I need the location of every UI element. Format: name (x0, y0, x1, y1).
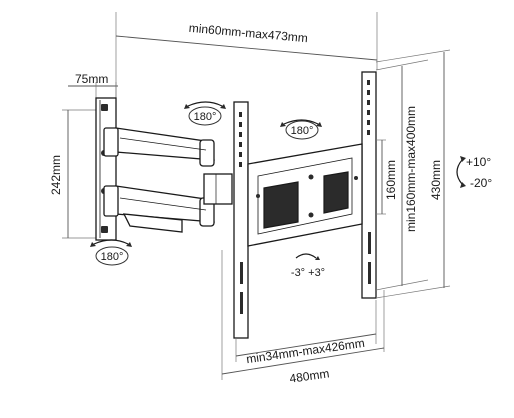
center-spacing-label: 160mm (384, 160, 398, 200)
arm-extension-dimension: min60mm-max473mm (115, 12, 378, 100)
mid-swivel-label: 180° (291, 125, 314, 137)
overall-width-label: 480mm (289, 366, 331, 385)
tilt-arrow-icon (456, 159, 463, 185)
top-swivel-label: 180° (194, 111, 217, 123)
tilt-down-label: -20° (470, 176, 492, 190)
center-spacing-dimension: 160mm (376, 139, 398, 215)
wall-plate-depth-label: 75mm (75, 72, 108, 86)
wall-plate-height-label: 242mm (49, 155, 63, 195)
tv-rail-right (361, 71, 377, 299)
wall-plate-height-dimension: 242mm (49, 109, 100, 239)
tilt-indicator: +10° -20° (456, 155, 492, 190)
vesa-vertical-label: min160mm-max400mm (404, 106, 418, 232)
vesa-vertical-dimension: min160mm-max400mm (375, 59, 429, 291)
vesa-horizontal-label: min34mm-max426mm (245, 336, 365, 366)
level-arrow-icon (295, 253, 317, 259)
mid-swivel-indicator: 180° (280, 119, 322, 140)
tilt-up-label: +10° (466, 155, 491, 169)
cross-plate (247, 143, 363, 247)
wall-plate-depth-dimension: 75mm (68, 72, 118, 98)
swivel-arrow-icon (187, 101, 223, 107)
overall-height-dimension: 430mm (375, 49, 451, 299)
swing-arm-upper (103, 127, 215, 167)
overall-width-dimension: 480mm (221, 250, 385, 386)
vesa-horizontal-dimension: min34mm-max426mm (235, 300, 377, 366)
overall-height-label: 430mm (429, 160, 443, 200)
swivel-arrow-icon (283, 119, 319, 125)
swivel-arrow-icon (93, 239, 129, 245)
level-adjust-label: -3° +3° (291, 267, 325, 279)
bottom-swivel-indicator: 180° (90, 239, 132, 266)
level-adjust-indicator: -3° +3° (291, 253, 325, 279)
top-swivel-indicator: 180° (184, 101, 226, 126)
arm-extension-label: min60mm-max473mm (188, 21, 308, 45)
swing-arm-lower (103, 185, 215, 233)
arm-joint (203, 173, 233, 205)
bottom-swivel-label: 180° (101, 251, 124, 263)
wall-plate (95, 97, 117, 241)
tv-rail-left (233, 101, 249, 339)
